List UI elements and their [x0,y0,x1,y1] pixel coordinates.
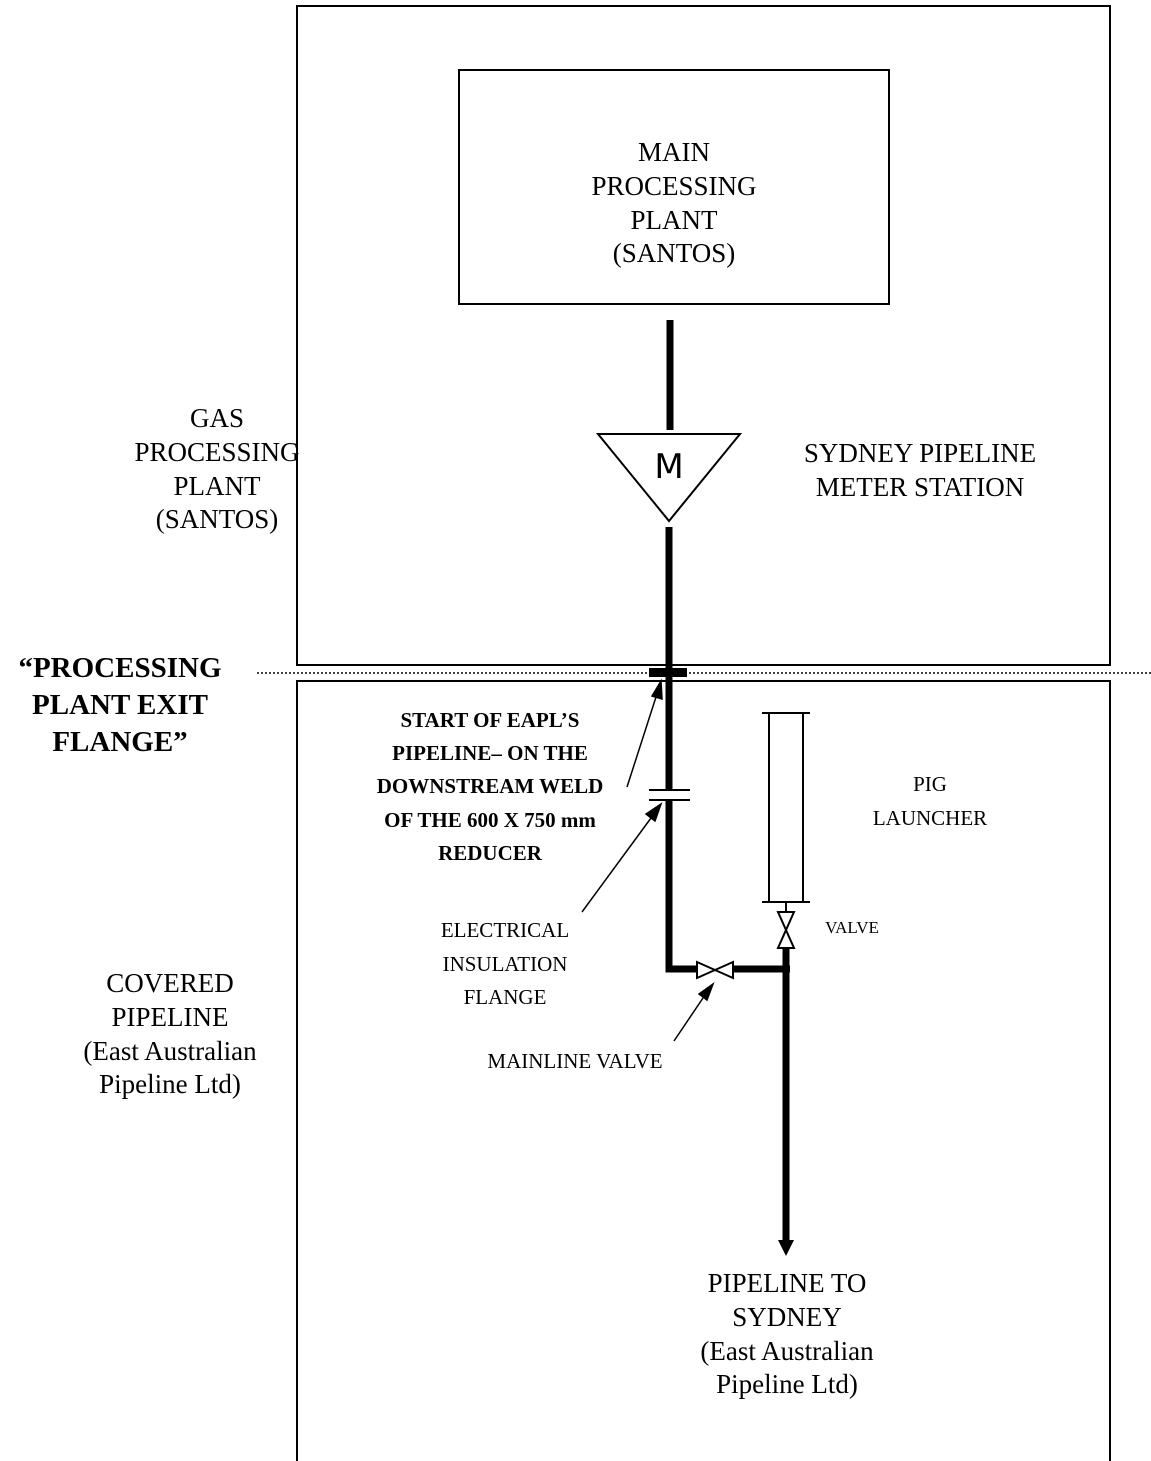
pipeline-to-sydney-line-3: (East Australian [700,1335,874,1366]
start-note-line-5: REDUCER [438,840,542,865]
pig-launcher-line-2: LAUNCHER [872,805,988,830]
main-processing-plant-box [458,69,890,305]
meter-station-label: SYDNEY PIPELINE METER STATION [770,437,1070,505]
main-plant-line-1: MAIN [638,137,710,167]
valve-label: VALVE [825,918,879,937]
insulation-flange-line-3: FLANGE [463,985,547,1010]
exit-flange-line-3: FLANGE” [52,726,188,759]
start-note-line-2: PIPELINE– ON THE [392,741,588,766]
pipeline-to-sydney-line-1: PIPELINE TO [707,1268,867,1298]
meter-station-line-1: SYDNEY PIPELINE [803,438,1037,468]
insulation-flange-line-2: INSULATION [442,951,568,976]
pipeline-to-sydney-line-4: Pipeline Ltd) [716,1369,858,1400]
pipeline-to-sydney-label: PIPELINE TO SYDNEY (East Australian Pipe… [637,1267,937,1402]
covered-pipeline-line-3: (East Australian [83,1035,257,1066]
meter-station-line-2: METER STATION [815,471,1025,502]
exit-flange-line-1: “PROCESSING [18,652,222,684]
gas-plant-line-3: PLANT [173,470,261,501]
main-plant-line-2: PROCESSING [591,170,757,201]
exit-flange-line-2: PLANT EXIT [32,689,208,722]
covered-pipeline-line-1: COVERED [106,968,234,998]
covered-pipeline-line-4: Pipeline Ltd) [99,1069,241,1100]
gas-plant-line-1: GAS [189,403,244,433]
gas-processing-plant-label: GAS PROCESSING PLANT (SANTOS) [117,402,317,537]
gas-plant-line-4: (SANTOS) [155,504,279,535]
pig-launcher-label: PIG LAUNCHER [830,768,1030,835]
start-of-pipeline-note: START OF EAPL’S PIPELINE– ON THE DOWNSTR… [340,704,640,870]
main-processing-plant-label: MAIN PROCESSING PLANT (SANTOS) [459,136,889,271]
exit-flange-label: “PROCESSING PLANT EXIT FLANGE” [0,650,240,761]
start-note-line-3: DOWNSTREAM WELD [376,774,604,799]
start-note-line-4: OF THE 600 X 750 mm [384,807,596,832]
covered-pipeline-boundary [296,680,1111,1461]
pipe-to-sydney-arrowhead [778,1240,794,1256]
start-note-line-1: START OF EAPL’S [400,708,580,732]
pig-launcher-line-1: PIG [913,772,947,796]
meter-symbol [595,433,743,523]
main-plant-line-3: PLANT [630,204,718,235]
covered-pipeline-line-2: PIPELINE [111,1001,229,1032]
processing-plant-boundary [296,5,1111,666]
mainline-valve-leader [673,981,715,1042]
covered-pipeline-label: COVERED PIPELINE (East Australian Pipeli… [40,967,300,1102]
insulation-flange-leader [581,802,663,913]
meter-letter: M [654,447,683,487]
insulation-flange-line-1: ELECTRICAL [440,918,570,942]
pipeline-to-sydney-line-2: SYDNEY [732,1301,842,1332]
gas-plant-line-2: PROCESSING [134,436,300,467]
exit-flange-symbol [649,668,687,677]
start-note-leader [626,678,663,788]
pig-launcher-valve-symbol [776,911,796,949]
pipe-meter-to-mainline [665,527,697,973]
mainline-valve-symbol [696,960,734,980]
insulation-flange-gap [664,791,676,799]
mainline-valve-label: MAINLINE VALVE [487,1049,663,1073]
insulation-flange-label: ELECTRICAL INSULATION FLANGE [400,914,610,1015]
main-plant-line-4: (SANTOS) [612,238,736,269]
